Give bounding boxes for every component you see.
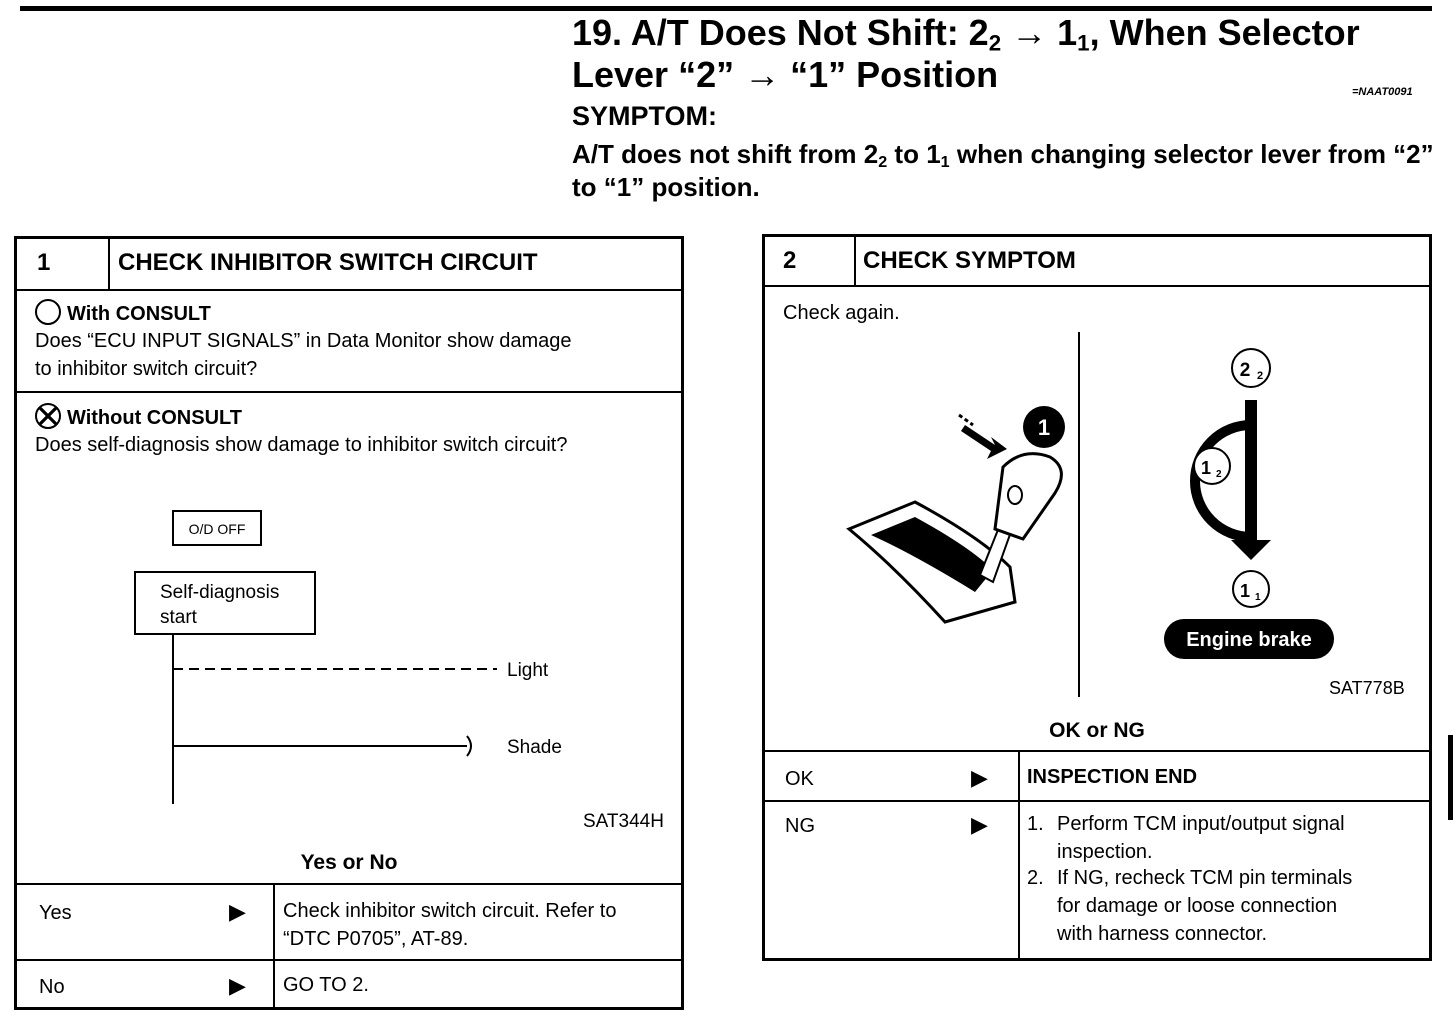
od-off-switch [172,510,262,546]
step1-title: CHECK INHIBITOR SWITCH CIRCUIT [118,249,538,276]
result-no-arrow-icon: ▶ [229,973,246,998]
result-no-label: No [39,976,65,998]
step2-instruction: Check again. [783,302,900,324]
lever-knob-icon [993,452,1063,541]
result-ng-label: NG [785,815,815,837]
without-consult-question: Does self-diagnosis show damage to inhib… [35,434,568,456]
step1-result-divider [273,885,275,1007]
step2-number: 2 [783,247,797,274]
step2-header-rule [765,285,1429,287]
step-marker-1 [1023,406,1065,448]
result-yes-action-line1: Check inhibitor switch circuit. Refer to [283,900,617,922]
gear-1-1-label: 1 [1240,581,1250,601]
no-consult-icon [35,403,61,429]
step-marker-1-label: 1 [1038,415,1050,440]
step2-title: CHECK SYMPTOM [863,247,1076,274]
step1-question-rule [17,883,681,885]
gear-2-2-label: 2 [1240,360,1251,381]
step1-header-rule [17,289,681,291]
step2-question-rule [765,750,1429,752]
with-consult-question-line1: Does “ECU INPUT SIGNALS” in Data Monitor… [35,330,572,352]
ng-item1-line2: inspection. [1057,841,1153,863]
step1-consult-rule [17,391,681,393]
without-consult-label: Without CONSULT [67,407,242,429]
lever-button-icon [1007,485,1023,505]
shift-figure: 1 1 2 2 1 2 1 1 Engine brake SAT778B [846,332,1405,698]
with-consult-label: With CONSULT [67,303,211,325]
ng-item2-line3: with harness connector. [1057,923,1268,945]
step2-result-divider [1018,752,1020,958]
result-yes-action-line2: “DTC P0705”, AT-89. [283,928,469,950]
step1-panel: 1 CHECK INHIBITOR SWITCH CIRCUIT With CO… [14,236,684,1010]
gear-1-2-label: 1 [1201,458,1211,478]
gear-2-2-icon [1231,348,1271,388]
gear-1-2-icon [1193,447,1231,485]
od-off-label: O/D OFF [189,521,246,537]
step2-result-rule [765,800,1429,802]
shade-label: Shade [507,737,562,758]
page-title: 19. A/T Does Not Shift: 22 → 11, When Se… [572,12,1360,95]
engine-brake-badge [1164,619,1334,659]
ng-item1-number: 1. [1027,813,1044,835]
result-yes-label: Yes [39,902,72,924]
step1-number: 1 [37,249,51,276]
ng-item2-number: 2. [1027,867,1044,889]
figure-code-sat778b: SAT778B [1329,678,1405,698]
step2-question: OK or NG [1049,719,1145,742]
shade-signal-end [466,735,472,757]
result-no-action: GO TO 2. [283,974,369,996]
step2-panel: 2 CHECK SYMPTOM Check again. 1 1 2 2 1 2… [762,234,1432,961]
gear-1-2-sub: 2 [1216,469,1222,480]
ng-item2-line1: If NG, recheck TCM pin terminals [1057,867,1353,889]
shift-path-arc [1190,420,1252,542]
self-diagnosis-figure: O/D OFF Self-diagnosis start Light Shade… [134,510,664,832]
self-diagnosis-start-box [134,571,316,635]
result-ng-arrow-icon: ▶ [971,812,988,837]
figure-code-sat344h: SAT344H [583,811,664,832]
gear-1-1-icon [1232,570,1270,608]
ng-item2-line2: for damage or loose connection [1057,895,1338,917]
with-consult-row: With CONSULT [35,299,211,328]
engine-brake-label: Engine brake [1186,629,1312,651]
self-diagnosis-line1: Self-diagnosis [160,582,279,603]
result-yes-arrow-icon: ▶ [229,899,246,924]
ng-item1-line1: Perform TCM input/output signal [1057,813,1345,835]
with-consult-question-line2: to inhibitor switch circuit? [35,358,258,380]
step2-number-divider [854,237,856,285]
top-rule [20,6,1432,11]
result-ok-label: OK [785,768,814,790]
step1-question: Yes or No [300,851,398,874]
page-edge-tab [1448,735,1453,820]
gear-1-1-sub: 1 [1255,592,1261,603]
shift-path-arrow-icon [1231,540,1271,560]
push-arrow-icon [961,425,1007,459]
selector-gate-slot [871,517,993,592]
without-consult-row: Without CONSULT [35,403,242,432]
consult-icon [35,299,61,325]
light-label: Light [507,660,549,681]
push-arrow-tail [958,413,974,427]
symptom-text: A/T does not shift from 22 to 11 when ch… [572,139,1434,202]
result-ok-action: INSPECTION END [1027,766,1198,788]
step1-result-rule [17,959,681,961]
gear-2-2-sub: 2 [1257,370,1263,382]
reference-code: =NAAT0091 [1352,86,1413,98]
symptom-heading: SYMPTOM: [572,101,718,131]
step1-number-divider [108,239,110,289]
gate-position-1: 1 [948,579,955,594]
result-ok-arrow-icon: ▶ [971,765,988,790]
self-diagnosis-line2: start [160,607,198,628]
